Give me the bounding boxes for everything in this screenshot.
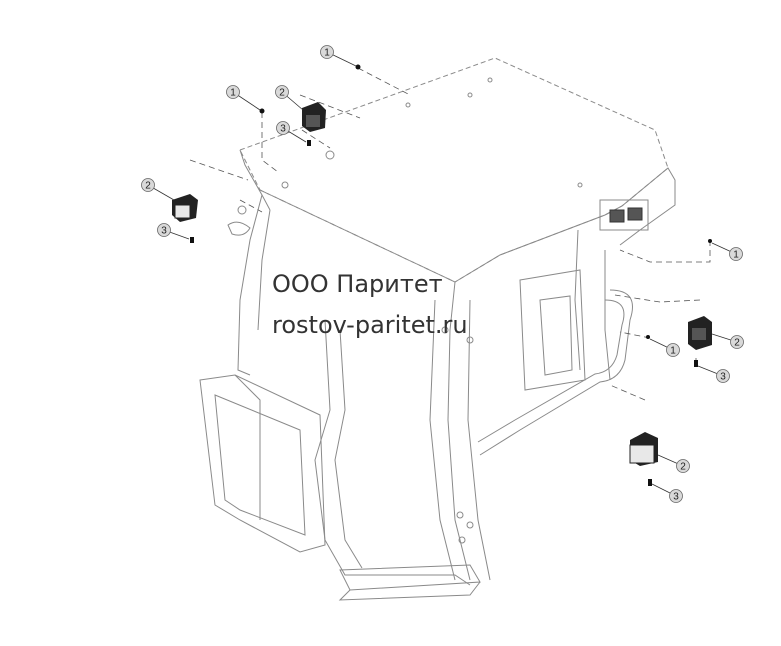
callout-label: 3 [280,124,286,135]
callout-label: 3 [673,492,679,503]
callout-c1d: 1 [649,338,680,357]
callout-circle [716,369,730,383]
callout-c2c: 2 [711,333,744,349]
callout-c3a: 3 [276,121,307,143]
callout-c1c: 1 [711,242,743,261]
callout-circle [676,459,690,473]
callout-label: 1 [670,346,676,357]
bolt-1-left [259,108,265,114]
callout-circle [141,178,155,192]
callout-label: 1 [230,88,236,99]
open-door [199,374,326,553]
callout-circle [226,85,240,99]
callout-label: 3 [720,372,726,383]
callout-label: 2 [734,338,740,349]
callout-label: 2 [680,462,686,473]
screw-3-top [307,140,311,146]
callout-circle [320,45,334,59]
callout-bubbles: 1 1 2 3 2 3 1 1 2 3 2 3 [141,45,744,503]
unit-2-top [302,102,326,132]
callout-label: 3 [161,226,167,237]
callout-c1b: 1 [226,85,261,111]
watermark-company: ООО Паритет [272,270,443,298]
callout-circle [729,247,743,261]
callout-circle [666,343,680,357]
unit-2-left [172,194,198,222]
watermark-site: rostov-paritet.ru [272,311,468,339]
screw-3-left [190,237,194,243]
callout-circle [276,121,290,135]
callout-c3c: 3 [697,365,730,383]
callout-c2b: 2 [141,178,175,201]
screw-3-bottom [648,479,652,486]
assembly-lines [189,67,711,401]
bolt-1-top [355,64,361,70]
bolt-1-right-mid [646,335,650,339]
bolt-1-right-upper [708,239,712,243]
callout-label: 1 [733,250,739,261]
callout-circle [275,85,289,99]
parts [172,64,712,486]
unit-2-right [688,316,712,350]
cab-body [199,57,676,601]
callout-circle [730,335,744,349]
screw-3-right [694,360,698,367]
callout-circle [669,489,683,503]
callout-c2d: 2 [657,454,690,473]
callout-circle [157,223,171,237]
callout-c3b: 3 [157,223,190,240]
callout-label: 2 [279,88,285,99]
roof-outline [239,57,669,283]
callout-label: 2 [145,181,151,192]
callout-c1a: 1 [320,45,357,67]
callout-c3d: 3 [651,483,683,503]
callout-label: 1 [324,48,330,59]
callout-c2a: 2 [275,85,304,111]
unit-2-bottom [629,432,658,466]
